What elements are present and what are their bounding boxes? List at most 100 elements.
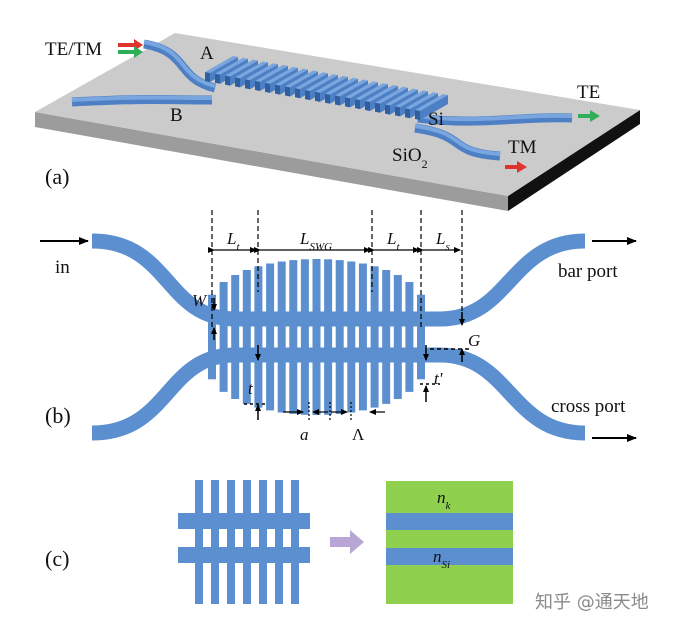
swg-grating-3d xyxy=(205,56,448,120)
swg-bar-front xyxy=(415,110,420,120)
g-dimension xyxy=(430,312,470,362)
swg-bar-front xyxy=(295,88,300,99)
swg-bar-top xyxy=(255,65,288,83)
swg-bar-top xyxy=(275,68,308,86)
cross-port-label: cross port xyxy=(551,396,626,417)
swg-bar-top xyxy=(235,61,268,79)
arm-a-label: A xyxy=(200,43,214,64)
si-label: Si xyxy=(428,109,444,130)
red-tm-output-arrow xyxy=(505,161,527,173)
swg-bar-front xyxy=(285,86,290,97)
swg-tooth xyxy=(242,270,251,404)
watermark: 知乎 @通天地 xyxy=(535,592,649,613)
in-label: in xyxy=(55,257,70,278)
swg-bar-top xyxy=(395,90,428,108)
swg-bar-front xyxy=(265,82,270,93)
swg-bar-front xyxy=(385,104,390,115)
swg-tooth xyxy=(324,259,333,415)
swg-bar-front xyxy=(375,102,380,113)
swg-bar-top xyxy=(335,79,368,97)
swg-bar-front xyxy=(395,106,400,117)
swg-tooth xyxy=(254,266,263,408)
panel-b-label: (b) xyxy=(45,403,71,428)
swg-tooth xyxy=(312,259,321,415)
swg-tooth xyxy=(208,294,216,380)
swg-unit-cell xyxy=(178,480,310,604)
swg-bar-top xyxy=(315,75,348,93)
effective-medium-background xyxy=(386,481,513,604)
swg-bar-front xyxy=(245,79,250,90)
swg-bar-top xyxy=(355,83,388,101)
swg-tooth xyxy=(231,275,240,399)
substrate-side xyxy=(508,110,640,211)
effective-medium-upper-band xyxy=(386,513,513,530)
swg-bar-front xyxy=(235,77,240,88)
swg-bar-top xyxy=(345,81,378,99)
swg-bar-front xyxy=(215,73,220,84)
swg-bar-front xyxy=(355,99,360,110)
period-dimensions xyxy=(283,402,385,422)
g-label: G xyxy=(468,331,480,350)
unit-cell-tooth xyxy=(195,480,203,604)
t-prime-dimension xyxy=(420,345,440,402)
panel-b: Lt LSWG Lt Ls W G t t' xyxy=(40,210,637,444)
unit-cell-tooth xyxy=(291,480,299,604)
lt-left-label: Lt xyxy=(226,229,240,253)
swg-bar-front xyxy=(205,72,210,82)
lswg-label: LSWG xyxy=(299,229,332,253)
swg-tooth xyxy=(289,260,298,414)
equivalence-arrow xyxy=(330,530,364,554)
t-dimension xyxy=(244,345,266,420)
swg-tooth xyxy=(358,263,367,411)
w-label: W xyxy=(192,291,208,310)
swg-bar-front xyxy=(255,81,260,92)
swg-bar-top xyxy=(245,63,278,81)
swg-bar-front xyxy=(275,84,280,95)
effective-medium-lower-band xyxy=(386,548,513,565)
panel-c: nk nSi (c) xyxy=(45,480,513,604)
swg-tooth xyxy=(382,270,391,404)
swg-bar-top xyxy=(325,77,358,95)
swg-bar-top xyxy=(385,88,418,106)
swg-bar-top xyxy=(285,70,318,88)
swg-bar-top xyxy=(405,92,438,110)
t-label: t xyxy=(248,379,254,398)
swg-bar-top xyxy=(225,59,258,77)
swg-tooth xyxy=(347,261,356,413)
input-arrows xyxy=(118,39,143,58)
nsi-label: nSi xyxy=(433,547,450,571)
te-output-label: TE xyxy=(577,82,600,103)
swg-tooth xyxy=(370,266,379,408)
swg-bar-front xyxy=(345,97,350,108)
unit-cell-tooth xyxy=(275,480,283,604)
unit-cell-upper-strip xyxy=(178,513,310,529)
swg-tooth xyxy=(393,275,402,399)
swg-bar-top xyxy=(215,57,248,75)
swg-tooth xyxy=(417,294,425,380)
panel-a: TE/TM A B Si SiO2 TE TM (a) xyxy=(35,33,640,211)
swg-bar-front xyxy=(305,90,310,101)
red-input-arrow xyxy=(118,39,143,51)
bar-port-label: bar port xyxy=(558,261,618,282)
a-label: a xyxy=(300,425,309,444)
lambda-label: Λ xyxy=(352,425,365,444)
swg-bar-top xyxy=(205,56,238,73)
swg-tooth xyxy=(277,261,286,413)
ls-label: Ls xyxy=(435,229,450,253)
input-mode-label: TE/TM xyxy=(45,39,102,60)
swg-bar-top xyxy=(305,74,338,92)
swg-tooth xyxy=(300,259,309,415)
arm-b-label: B xyxy=(170,105,183,126)
lt-right-label: Lt xyxy=(386,229,400,253)
swg-bar-side xyxy=(420,95,448,120)
panel-a-label: (a) xyxy=(45,164,69,189)
swg-tooth xyxy=(266,263,275,411)
swg-tooth xyxy=(219,282,228,392)
green-te-output-arrow xyxy=(578,110,600,122)
swg-bar-front xyxy=(335,95,340,106)
swg-bar-front xyxy=(325,93,330,104)
substrate-front xyxy=(35,112,508,211)
swg-bar-front xyxy=(315,91,320,102)
t-prime-label: t' xyxy=(434,369,443,388)
green-input-arrow xyxy=(118,46,143,58)
